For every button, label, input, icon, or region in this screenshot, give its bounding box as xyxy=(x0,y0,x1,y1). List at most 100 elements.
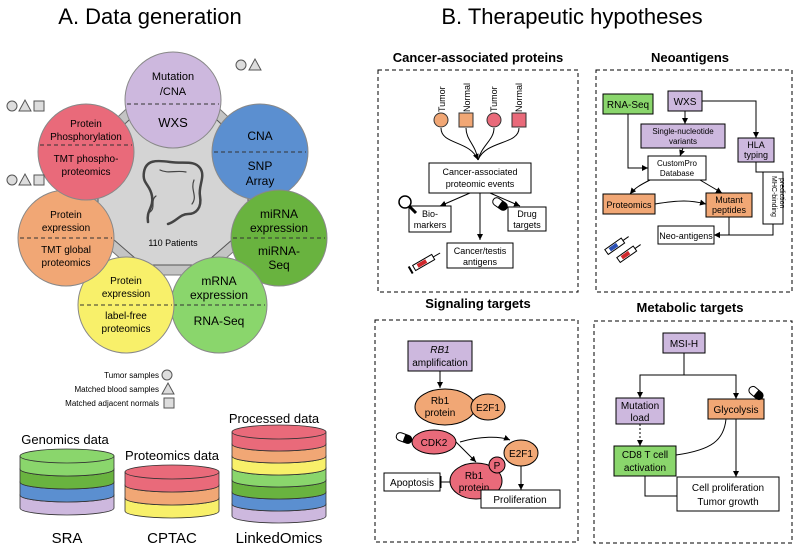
neo-rnaseq: RNA-Seq xyxy=(607,100,649,111)
cap-bio-l2: markers xyxy=(414,220,447,230)
phospho-line2: Phosphorylation xyxy=(50,132,122,143)
sig-apoptosis-box xyxy=(383,472,441,492)
legend-tumor: Tumor samples xyxy=(104,371,159,380)
sig-rb1-ellipse xyxy=(414,388,476,426)
met-outcome-box xyxy=(676,476,780,512)
cap-ct-box xyxy=(446,242,514,269)
mirna-line4: Seq xyxy=(268,258,289,272)
cna-line3: Array xyxy=(246,174,275,188)
sig-p: P xyxy=(494,461,501,472)
tumor-icon xyxy=(161,369,173,381)
cap-ct-l2: antigens xyxy=(463,257,498,267)
cap-bio-l1: Bio- xyxy=(422,209,438,219)
sig-rb1amp-l1: RB1 xyxy=(430,345,449,356)
cap-drug-l2: targets xyxy=(513,220,541,230)
sig-cdk2: CDK2 xyxy=(421,438,448,449)
syringe-icon xyxy=(407,252,441,274)
cna-circle: CNA SNP Array xyxy=(211,103,309,201)
cap-title: Cancer-associated proteins xyxy=(393,50,564,65)
neo-db-l1: CustomPro xyxy=(657,159,698,168)
neo-snv-l2: variants xyxy=(669,137,697,146)
met-pill-icon xyxy=(748,385,764,401)
cap-normal-orange-icon xyxy=(458,112,474,128)
mirna-line3: miRNA- xyxy=(258,244,300,258)
adjacent-icon xyxy=(163,397,175,409)
cap-event-arrows xyxy=(439,192,521,240)
neo-mhc-l2: prediction xyxy=(778,178,785,208)
panel-a-title: A. Data generation xyxy=(58,4,241,29)
wxs-circle: Mutation /CNA WXS xyxy=(124,51,222,149)
linkedomics-cylinder xyxy=(231,424,327,524)
sig-arrows xyxy=(440,434,524,490)
proteomics-title: Proteomics data xyxy=(125,448,220,463)
met-box xyxy=(593,320,793,544)
pill-icon xyxy=(492,197,508,211)
labelfree-line4: proteomics xyxy=(102,324,151,335)
met-title: Metabolic targets xyxy=(637,300,744,315)
mirna-line1: miRNA xyxy=(260,207,298,221)
neo-snv-l1: Single-nucleotide xyxy=(652,127,714,136)
sample-legend: Tumor samples Matched blood samples Matc… xyxy=(65,369,175,409)
cap-merge-lines xyxy=(440,127,520,161)
tmt-line1: Protein xyxy=(50,210,82,221)
cptac-cylinder-layer-top xyxy=(124,464,220,480)
sig-phospho-circle xyxy=(488,456,506,474)
cap-sample-labels: Tumor Normal Tumor Normal xyxy=(437,83,524,112)
sig-rb1b-l2: protein xyxy=(459,483,490,494)
tmt-line4: proteomics xyxy=(42,258,91,269)
cap-normal1: Normal xyxy=(462,83,472,112)
linkedomics-cylinder-layer-top xyxy=(231,424,327,440)
sra-label: SRA xyxy=(52,530,83,547)
neo-db-l2: Database xyxy=(660,169,695,178)
cap-biomarkers-box xyxy=(408,205,452,233)
sample-icons-phospho xyxy=(6,98,45,112)
magnifier-icon xyxy=(398,195,418,215)
cptac-cylinder xyxy=(124,464,220,519)
mrna-circle: mRNA expression RNA-Seq xyxy=(170,256,268,354)
neo-title: Neoantigens xyxy=(651,50,729,65)
neo-hla-l2: typing xyxy=(744,150,768,160)
wxs-line1: Mutation xyxy=(152,71,194,83)
mirna-line2: expression xyxy=(250,221,308,235)
labelfree-line2: expression xyxy=(102,289,150,300)
sig-rb1amp-l2: amplification xyxy=(412,358,468,369)
cna-line2: SNP xyxy=(248,159,273,173)
neo-hla-l1: HLA xyxy=(747,140,765,150)
phospho-line1: Protein xyxy=(70,119,102,130)
sig-rb1-l1: Rb1 xyxy=(431,396,450,407)
cap-normal-red-icon xyxy=(511,112,527,128)
sig-prolif: Proliferation xyxy=(493,495,546,506)
sig-rb1b-l1: Rb1 xyxy=(465,471,484,482)
phospho-circle: Protein Phosphorylation TMT phospho- pro… xyxy=(37,103,135,201)
tmt-line3: TMT global xyxy=(41,245,91,256)
cap-events-l1: Cancer-associated xyxy=(442,167,517,177)
cap-tumor1: Tumor xyxy=(437,86,447,112)
met-cd8-l2: activation xyxy=(624,463,666,474)
cap-events-l2: proteomic events xyxy=(446,179,515,189)
cap-tumor-red-icon xyxy=(486,112,502,128)
met-arrows xyxy=(637,353,739,502)
mrna-line1: mRNA xyxy=(201,274,236,288)
phospho-line4: proteomics xyxy=(62,167,111,178)
sig-e2f1-ellipse xyxy=(470,393,506,421)
colon-icon xyxy=(142,159,204,226)
legend-blood: Matched blood samples xyxy=(75,385,160,394)
met-msih: MSI-H xyxy=(670,339,698,350)
cap-tumor2: Tumor xyxy=(489,86,499,112)
met-out-l2: Tumor growth xyxy=(697,497,758,508)
neo-mut-l2: peptides xyxy=(712,205,747,215)
neo-arrows xyxy=(627,100,774,238)
neo-db-box xyxy=(647,155,707,181)
cptac-label: CPTAC xyxy=(147,530,197,547)
cap-drug-box xyxy=(507,206,547,232)
sig-apoptosis: Apoptosis xyxy=(390,478,434,489)
tmt-line2: expression xyxy=(42,223,90,234)
neo-wxs: WXS xyxy=(674,97,697,108)
neo-neoag: Neo-antigens xyxy=(659,231,713,241)
met-cd8-l1: CD8 T cell xyxy=(622,450,668,461)
neo-mhc-l1: MHC-binding xyxy=(770,176,777,217)
phospho-line3: TMT phospho- xyxy=(54,154,119,165)
mrna-line2: expression xyxy=(190,288,248,302)
blood-icon xyxy=(161,381,175,395)
